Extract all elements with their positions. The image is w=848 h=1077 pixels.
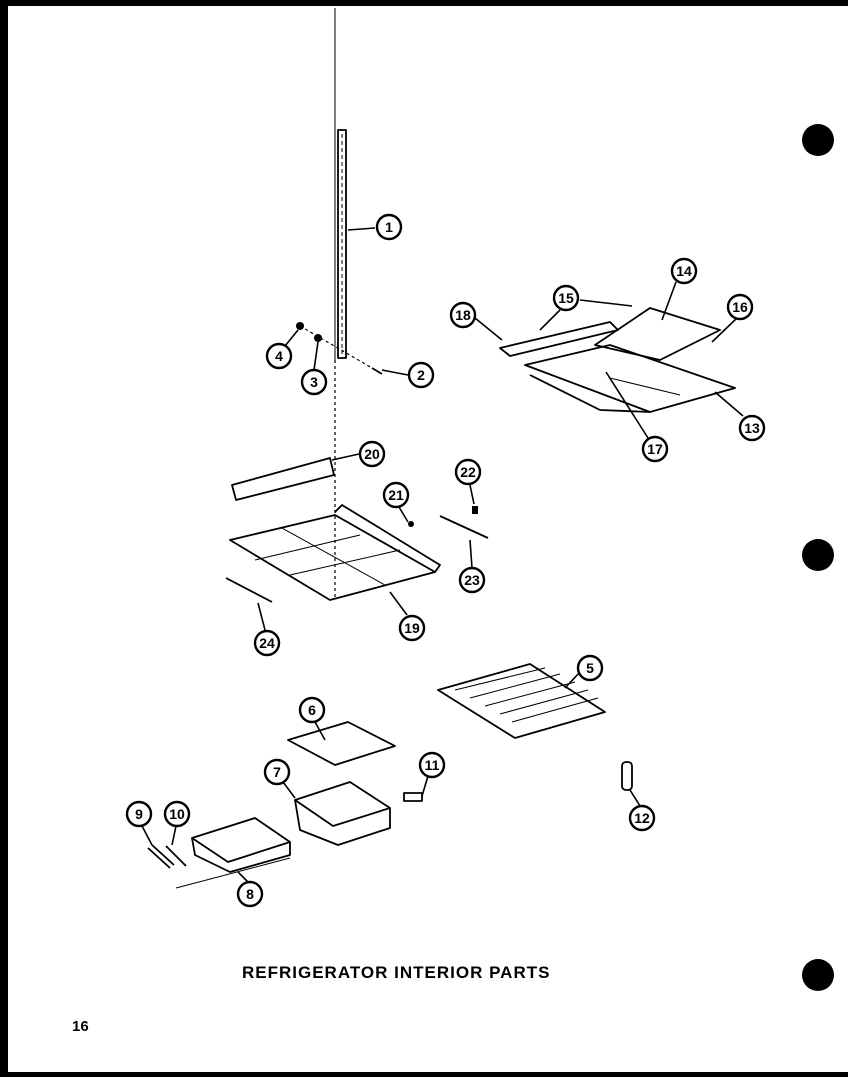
callout-10: 10 xyxy=(163,800,191,828)
callout-11: 11 xyxy=(418,751,446,779)
part-2-screw xyxy=(371,367,383,375)
callout-label: 1 xyxy=(385,219,393,235)
callout-label: 18 xyxy=(455,307,471,323)
part-22-clip xyxy=(472,506,478,514)
part-21-screw xyxy=(408,521,414,527)
callout-label: 24 xyxy=(259,635,275,651)
callout-8: 8 xyxy=(236,880,264,908)
callout-24: 24 xyxy=(253,629,281,657)
callout-label: 12 xyxy=(634,810,650,826)
leader-lines xyxy=(141,227,744,883)
callout-4: 4 xyxy=(265,342,293,370)
callout-6: 6 xyxy=(298,696,326,724)
callout-17: 17 xyxy=(641,435,669,463)
callout-label: 14 xyxy=(676,263,692,279)
part-8-drawer xyxy=(175,817,291,889)
callout-2: 2 xyxy=(407,361,435,389)
callout-label: 5 xyxy=(586,660,594,676)
callout-1: 1 xyxy=(375,213,403,241)
diagram-page xyxy=(8,6,848,1072)
part-7-crisper-pan xyxy=(294,781,391,846)
part-20-bracket xyxy=(231,457,335,501)
callout-13: 13 xyxy=(738,414,766,442)
callout-label: 11 xyxy=(425,757,440,773)
part-19-crisper-shelf xyxy=(229,504,441,601)
callout-label: 22 xyxy=(460,464,476,480)
callout-label: 4 xyxy=(275,348,283,364)
callout-20: 20 xyxy=(358,440,386,468)
page-number: 16 xyxy=(72,1018,89,1035)
part-1-shelf-ladder xyxy=(337,129,347,359)
callout-label: 9 xyxy=(135,806,143,822)
callout-16: 16 xyxy=(726,293,754,321)
callout-9: 9 xyxy=(125,800,153,828)
callout-18: 18 xyxy=(449,301,477,329)
upper-shelf-assembly xyxy=(499,307,736,413)
part-24-shelf-support xyxy=(225,577,273,603)
callout-12: 12 xyxy=(628,804,656,832)
diagram-title: REFRIGERATOR INTERIOR PARTS xyxy=(242,963,551,982)
binder-hole-bottom xyxy=(802,959,834,991)
callout-label: 10 xyxy=(169,806,185,822)
part-9-rail xyxy=(147,844,175,869)
callout-label: 23 xyxy=(464,572,480,588)
part-6-crisper-cover xyxy=(287,721,396,766)
part-10-rail xyxy=(165,845,187,867)
callout-label: 16 xyxy=(732,299,748,315)
part-5-wire-shelf xyxy=(437,663,606,739)
callout-19: 19 xyxy=(398,614,426,642)
callout-22: 22 xyxy=(454,458,482,486)
part-11-bumper xyxy=(403,792,423,802)
callout-label: 13 xyxy=(744,420,760,436)
callout-label: 7 xyxy=(273,764,281,780)
callout-label: 3 xyxy=(310,374,318,390)
callout-label: 2 xyxy=(417,367,425,383)
part-23-shelf-support xyxy=(439,515,489,539)
binder-hole-middle xyxy=(802,539,834,571)
callout-3: 3 xyxy=(300,368,328,396)
fastener-guide xyxy=(299,325,373,369)
callout-label: 8 xyxy=(246,886,254,902)
callout-14: 14 xyxy=(670,257,698,285)
callout-7: 7 xyxy=(263,758,291,786)
callout-5: 5 xyxy=(576,654,604,682)
callout-label: 21 xyxy=(388,487,404,503)
callout-label: 20 xyxy=(364,446,380,462)
callout-label: 17 xyxy=(647,441,663,457)
part-12-cap xyxy=(621,761,633,791)
callout-21: 21 xyxy=(382,481,410,509)
callout-23: 23 xyxy=(458,566,486,594)
callout-label: 15 xyxy=(558,290,574,306)
callout-15: 15 xyxy=(552,284,580,312)
callout-label: 6 xyxy=(308,702,316,718)
binder-hole-top xyxy=(802,124,834,156)
callout-label: 19 xyxy=(404,620,420,636)
